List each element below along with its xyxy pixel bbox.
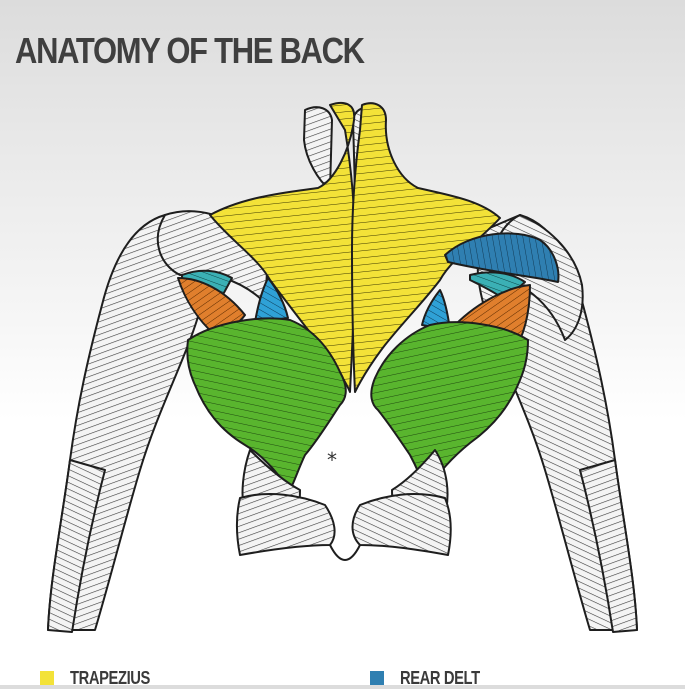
legend-swatch-rear-delt — [370, 671, 384, 685]
left-forearm-muscle — [47, 459, 106, 633]
left-neck-muscle — [303, 106, 333, 191]
page-title: ANATOMY OF THE BACK — [15, 30, 365, 71]
left-gluteus — [236, 493, 336, 556]
right-trapezius — [351, 102, 501, 393]
legend-label-rear-delt: REAR DELT — [400, 667, 480, 688]
right-forearm-muscle — [579, 459, 638, 633]
legend-label-trapezius: TRAPEZIUS — [70, 667, 150, 688]
right-gluteus — [351, 493, 452, 556]
right-latissimus-dorsi — [370, 321, 529, 493]
legend-item-rear-delt: REAR DELT — [370, 668, 497, 688]
left-latissimus-dorsi — [186, 317, 347, 491]
right-rear-delt — [444, 232, 560, 283]
legend-swatch-trapezius — [40, 671, 54, 685]
lower-back-outline — [329, 544, 361, 561]
spine-marker: * — [327, 448, 337, 472]
legend-item-trapezius: TRAPEZIUS — [40, 668, 168, 688]
